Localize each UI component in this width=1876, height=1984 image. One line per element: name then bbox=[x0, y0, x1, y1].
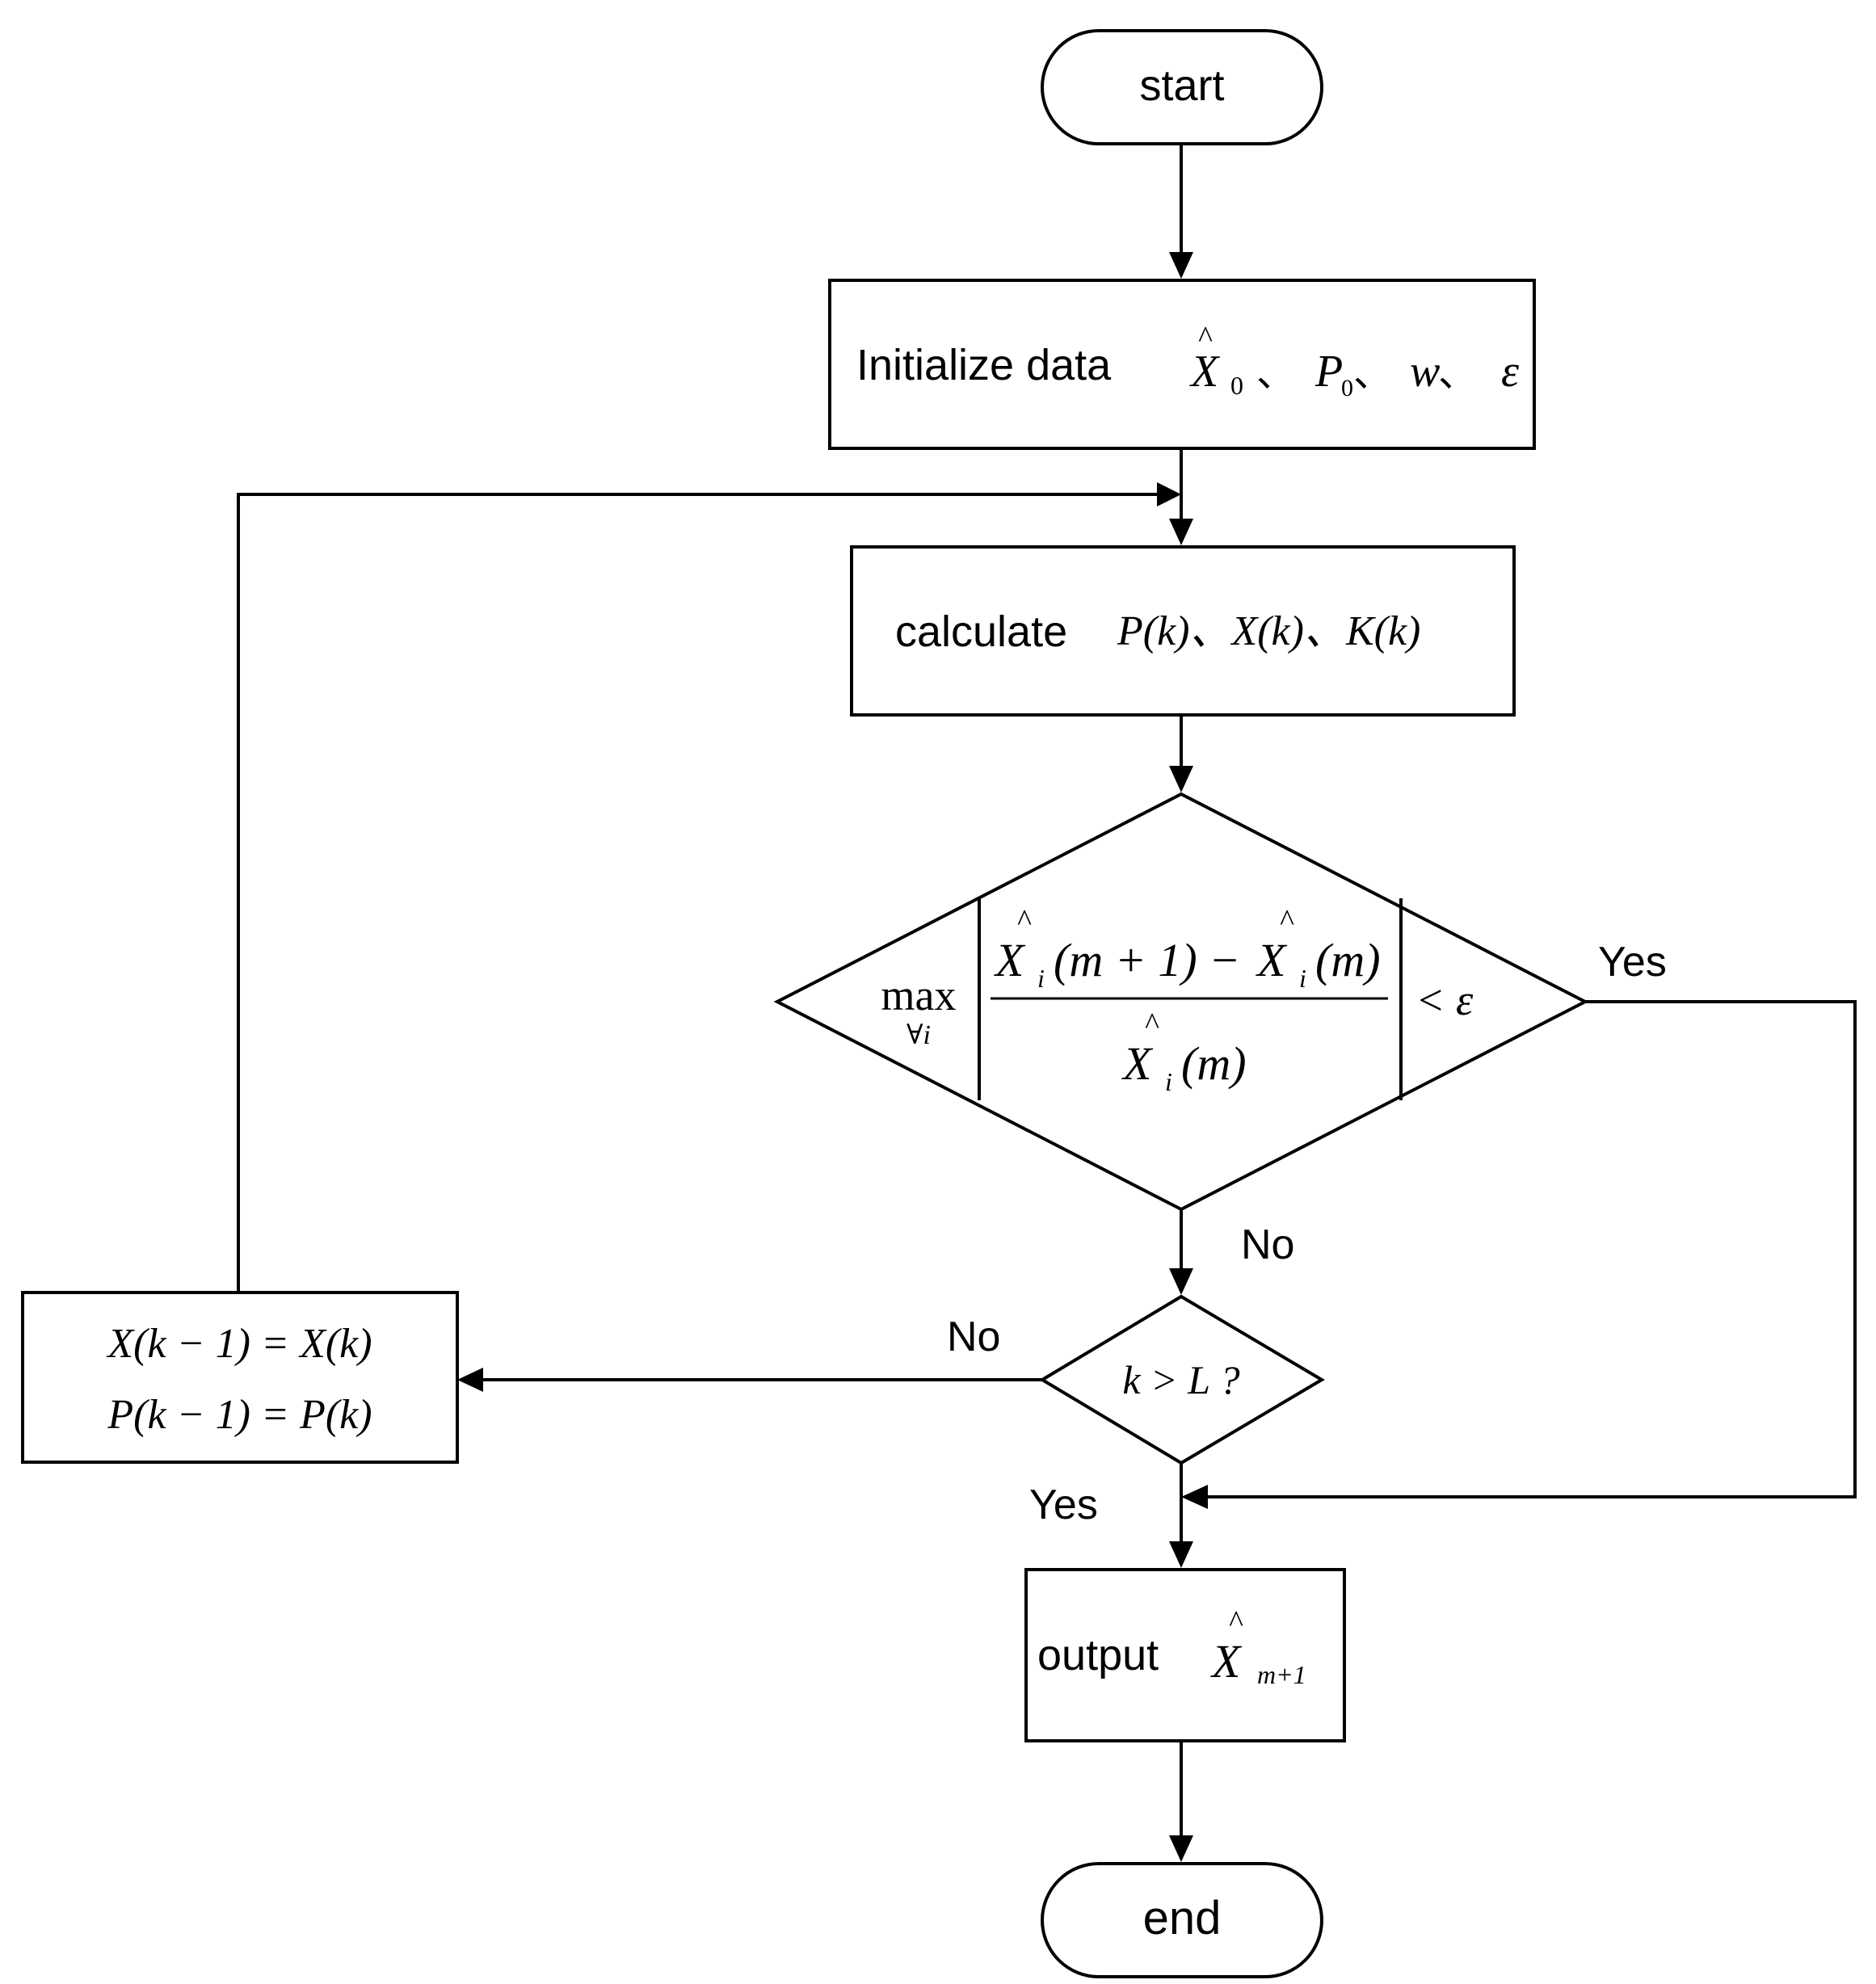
update-node: X(k − 1) = X(k) P(k − 1) = P(k) bbox=[21, 1291, 459, 1464]
init-sep-2: 、 bbox=[1353, 352, 1392, 395]
calc-prefix: calculate bbox=[895, 607, 1067, 656]
init-node: Initialize data ^ X 0 、 P 0 、 w 、 ε bbox=[828, 279, 1536, 450]
arrowhead-calc bbox=[1169, 519, 1193, 545]
output-node: output ^ X m+1 bbox=[1024, 1568, 1346, 1742]
output-prefix: output bbox=[1037, 1631, 1159, 1679]
connectors bbox=[237, 145, 1857, 1862]
num-hat-2: ^ bbox=[1280, 904, 1294, 938]
check-yes-label: Yes bbox=[1029, 1482, 1098, 1528]
calc-node: calculate P(k)、X(k)、K(k) bbox=[850, 545, 1516, 717]
calc-formula: P(k)、X(k)、K(k) bbox=[1117, 608, 1420, 654]
init-epsilon: ε bbox=[1501, 347, 1520, 397]
output-x: X bbox=[1210, 1635, 1243, 1688]
condition-node: max ∀i ^ X i (m + 1) − ^ X i (m) ^ X i (… bbox=[773, 792, 1589, 1212]
num-sub-1: i bbox=[1037, 964, 1045, 993]
edge-update-loop-back bbox=[237, 493, 1165, 1291]
output-hat: ^ bbox=[1229, 1605, 1243, 1639]
init-sep-1: 、 bbox=[1256, 352, 1295, 395]
num-hat-1: ^ bbox=[1017, 904, 1032, 938]
arrowhead-end bbox=[1169, 1835, 1193, 1862]
edge-condition-yes bbox=[1200, 1000, 1857, 1499]
condition-max-sub: ∀i bbox=[906, 1020, 931, 1050]
init-prefix: Initialize data bbox=[856, 341, 1112, 389]
start-node: start bbox=[1041, 29, 1323, 145]
init-x: X bbox=[1189, 347, 1221, 397]
end-node: end bbox=[1041, 1862, 1323, 1978]
num-x-1: X bbox=[994, 934, 1026, 986]
arrowhead-init bbox=[1169, 252, 1193, 279]
edge-labels: Yes No No Yes bbox=[947, 939, 1667, 1528]
init-x-sub: 0 bbox=[1230, 371, 1243, 400]
output-sub: m+1 bbox=[1257, 1660, 1306, 1689]
check-formula: k > L ? bbox=[1122, 1357, 1239, 1402]
condition-yes-label: Yes bbox=[1598, 939, 1667, 986]
arrowhead-yes-merge bbox=[1181, 1485, 1208, 1509]
arrowhead-condition bbox=[1169, 766, 1193, 792]
arrowhead-output bbox=[1169, 1541, 1193, 1568]
init-sep-3: 、 bbox=[1438, 352, 1477, 395]
condition-max: max bbox=[881, 971, 957, 1019]
condition-no-label: No bbox=[1241, 1221, 1294, 1268]
arrowhead-update bbox=[457, 1368, 483, 1392]
arrowhead-check bbox=[1169, 1268, 1193, 1295]
den-hat: ^ bbox=[1145, 1007, 1159, 1041]
condition-rhs: < ε bbox=[1415, 976, 1474, 1024]
end-label: end bbox=[1143, 1892, 1222, 1944]
arrowhead-loop-back bbox=[1157, 482, 1181, 507]
check-node: k > L ? bbox=[1039, 1294, 1325, 1465]
update-line-2: P(k − 1) = P(k) bbox=[107, 1392, 372, 1438]
init-x-hat: ^ bbox=[1198, 321, 1213, 355]
den-arg: (m) bbox=[1181, 1037, 1247, 1090]
check-no-label: No bbox=[947, 1314, 1000, 1360]
den-sub: i bbox=[1165, 1067, 1172, 1096]
num-arg-1: (m + 1) − bbox=[1054, 934, 1240, 986]
start-label: start bbox=[1139, 61, 1224, 110]
init-p-sub: 0 bbox=[1341, 375, 1353, 401]
den-x: X bbox=[1121, 1037, 1154, 1090]
num-sub-2: i bbox=[1299, 964, 1306, 993]
update-line-1: X(k − 1) = X(k) bbox=[106, 1321, 372, 1367]
init-w: w bbox=[1410, 347, 1440, 397]
num-arg-2: (m) bbox=[1315, 934, 1381, 986]
num-x-2: X bbox=[1256, 934, 1288, 986]
init-p: P bbox=[1314, 347, 1343, 397]
